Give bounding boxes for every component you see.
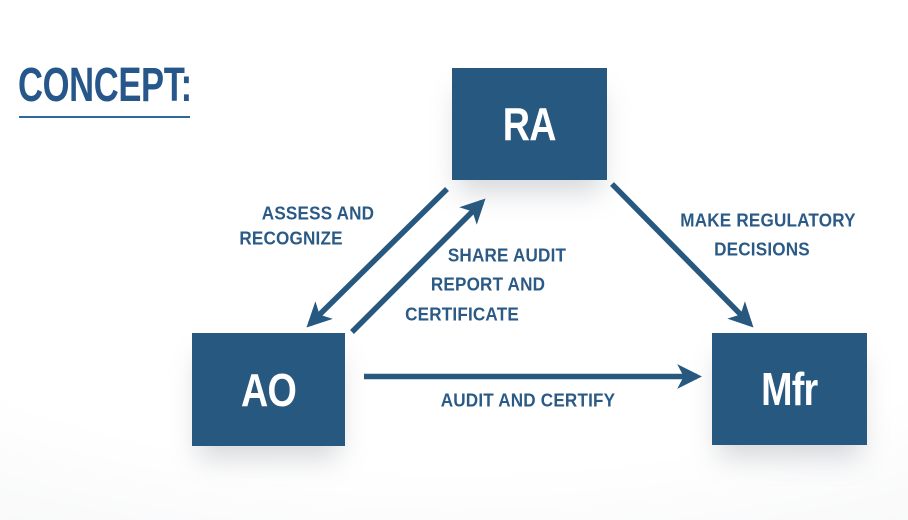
assess-recognize-label-line-2: RECOGNIZE [239, 228, 343, 249]
node-ao: AO [192, 333, 345, 446]
assess-recognize-label-line-1: ASSESS AND [261, 203, 375, 224]
arrow-ao-to-ra [350, 198, 486, 334]
page-title: CONCEPT: [18, 59, 192, 112]
audit-certify-label: AUDIT AND CERTIFY [440, 390, 616, 411]
regulatory-decisions-label-line-1: MAKE REGULATORY [680, 210, 856, 231]
node-ao-label: AO [241, 363, 297, 416]
arrow-ra-to-ao [306, 187, 449, 328]
share-audit-label-line-1: SHARE AUDIT [447, 245, 567, 266]
share-audit-label-line-2: REPORT AND [430, 274, 546, 295]
title-underline [19, 116, 190, 118]
node-mfr: Mfr [712, 333, 867, 445]
share-audit-label-line-3: CERTIFICATE [405, 304, 519, 325]
node-mfr-label: Mfr [761, 363, 818, 415]
arrow-ra-to-mfr [610, 182, 754, 328]
regulatory-decisions-label-line-2: DECISIONS [714, 239, 810, 260]
node-ra-label: RA [503, 98, 557, 150]
node-ra: RA [452, 68, 607, 180]
